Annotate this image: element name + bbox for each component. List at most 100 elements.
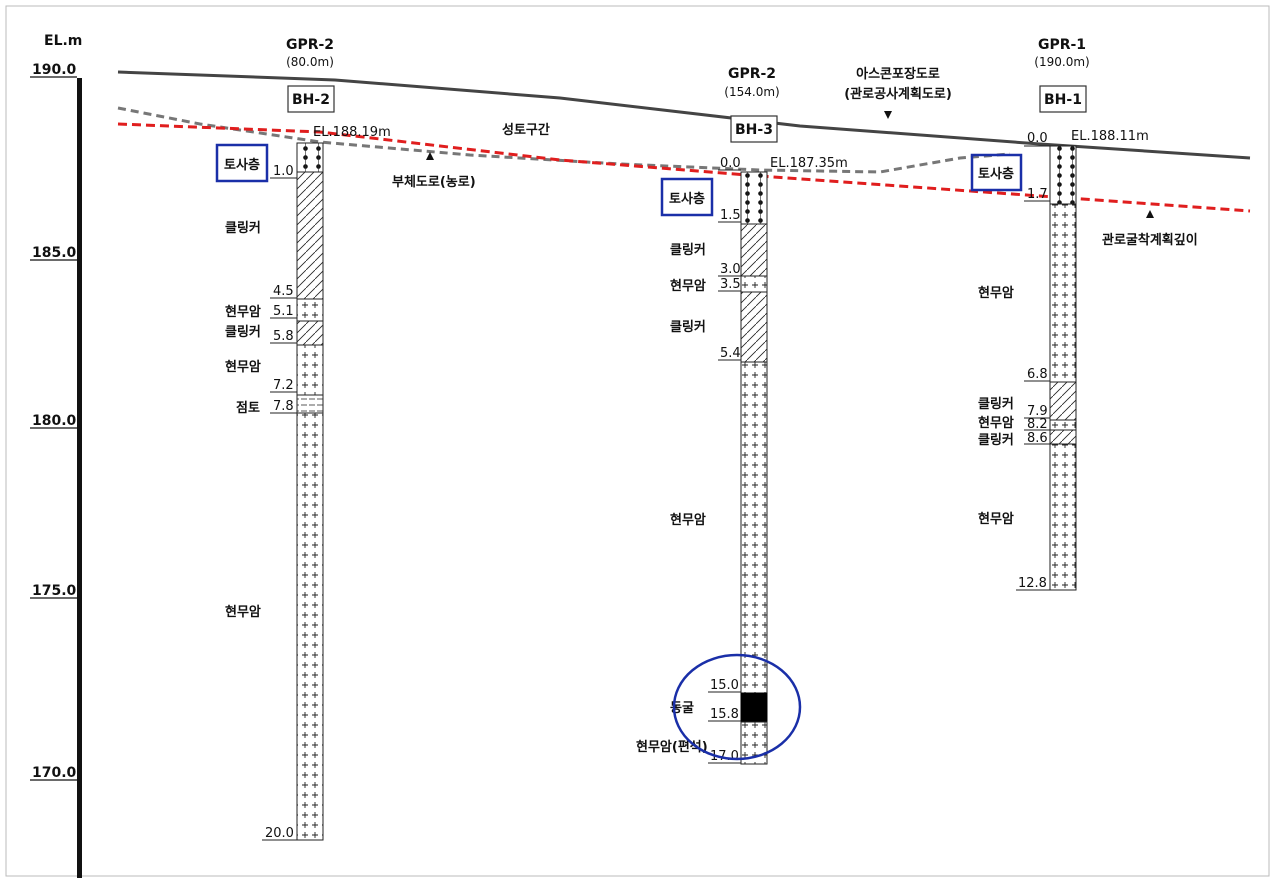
bh1-soil-highlight-box [970,153,1023,192]
bh3-layer-clinker-2 [740,291,768,363]
axis-bar [77,78,82,878]
bh2-soil-highlight-box [215,143,269,183]
bh2-layer-basalt-1 [296,298,324,322]
bh3-layer-clinker-1 [740,223,768,277]
axis-tick-175: 175.0 [32,583,77,599]
axis-tick-180: 180.0 [32,413,77,429]
bh2-depth-6: 7.8 [273,399,294,414]
bh2-gpr-label: GPR-2 [286,37,334,53]
bh3-depth-7: 15.8 [710,707,739,722]
bh1-layer-soil [1049,145,1077,205]
axis-tick-170: 170.0 [32,765,77,781]
bh2-id-box [287,85,335,113]
axis-unit-label: EL.m [44,33,82,49]
bh2-depth-2: 4.5 [273,284,294,299]
bh1-layer-clinker-2 [1049,429,1077,445]
bh2-depth-1: 1.0 [273,164,294,179]
bh1-elevation-label: EL.188.11m [1071,129,1149,144]
annotations: 아스콘포장도로 (관로공사계획도로) 성토구간 부체도로(농로) 관로굴착계획깊… [392,66,1198,248]
bh2-layer-clinker-1 [296,171,324,300]
bh2-layer-label-6: 점토 [236,401,260,416]
bh1-gpr-dist: (190.0m) [1034,55,1089,69]
bh2-layer-basalt-2 [296,344,324,396]
bh1-depth-1: 0.0 [1027,131,1048,146]
bh1-depth-4: 7.9 [1027,404,1048,419]
bh2-layer-soil [296,142,324,173]
trench-depth-label: 관로굴착계획깊이 [1102,232,1198,248]
bh3-id: BH-3 [735,122,773,138]
bh1-layer-label-4: 현무암 [978,415,1014,431]
bh1-layer-label-3: 클링커 [978,397,1014,412]
bh3-depth-5: 5.4 [720,346,741,361]
bh3-layer-label-4: 클링커 [670,320,706,335]
axis-tick-190: 190.0 [32,62,77,78]
bh1-layer-label-1: 토사층 [978,166,1014,182]
bh2-id: BH-2 [292,92,330,108]
bh1-depth-7: 12.8 [1018,576,1047,591]
bh3-layer-label-2: 클링커 [670,243,706,258]
bh3-depth-8: 17.0 [710,749,739,764]
bh3-gpr-dist: (154.0m) [724,85,779,99]
bh1-layer-label-2: 현무암 [978,285,1014,301]
bh2-depth-7: 20.0 [265,826,294,841]
bh2-layer-label-2: 클링커 [225,221,261,236]
bh3-elevation-label: EL.187.35m [770,156,848,171]
bh2-layer-label-5: 현무암 [225,359,261,375]
bh2-depth-3: 5.1 [273,304,294,319]
bh1-layer-basalt-1 [1049,203,1077,383]
figure-border [5,5,1270,877]
axis-tick-185: 185.0 [32,245,77,261]
bh3-layer-soil [740,171,768,225]
bh3-gpr-label: GPR-2 [728,66,776,82]
side-road-label: 부체도로(농로) [392,175,476,190]
bh2-layer-label-3: 현무암 [225,304,261,320]
trench-pointer-icon [1146,210,1154,218]
borehole-bh1: GPR-1 (190.0m) BH-1 EL.188.11m 0.0 1.7 6… [970,37,1149,591]
bh1-layer-basalt-2 [1049,419,1077,431]
bh3-depth-2: 1.5 [720,208,741,223]
bh1-depth-5: 8.2 [1027,417,1048,432]
bh2-depth-5: 7.2 [273,378,294,393]
borehole-bh2: GPR-2 (80.0m) BH-2 EL.188.19m 1.0 4.5 5.… [215,37,391,841]
bh3-depth-4: 3.5 [720,277,741,292]
road-main-label: 아스콘포장도로 [856,66,940,82]
borehole-bh3: GPR-2 (154.0m) BH-3 EL.187.35m 0.0 1.5 3… [636,66,848,765]
bh2-layer-label-4: 클링커 [225,325,261,340]
bh2-layer-basalt-3 [296,412,324,841]
bh3-depth-3: 3.0 [720,262,741,277]
bh1-layer-clinker-1 [1049,381,1077,421]
bh1-id: BH-1 [1044,92,1082,108]
cave-highlight-ellipse [672,653,802,761]
bh3-layer-basalt-2 [740,361,768,694]
bh3-id-box [730,115,778,143]
bh3-depth-6: 15.0 [710,678,739,693]
bh3-depth-1: 0.0 [720,156,741,171]
bh1-depth-6: 8.6 [1027,431,1048,446]
bh1-layer-basalt-3 [1049,443,1077,591]
bh1-layer-label-5: 클링커 [978,433,1014,448]
bh2-depth-4: 5.8 [273,329,294,344]
bh3-layer-basalt-1 [740,275,768,293]
bh1-gpr-label: GPR-1 [1038,37,1086,53]
side-road-pointer-icon [426,152,434,160]
road-main-pointer-icon [884,111,892,119]
bh2-gpr-dist: (80.0m) [286,55,334,69]
road-main-sub-label: (관로공사계획도로) [844,86,952,102]
bh3-layer-label-3: 현무암 [670,278,706,294]
bh3-soil-highlight-box [660,177,714,217]
fill-section-label: 성토구간 [502,122,550,138]
road-surface-line [117,70,1251,160]
bh3-layer-basalt-3 [740,721,768,765]
bh3-layer-label-6: 동굴 [670,701,694,716]
bh3-layer-label-5: 현무암 [670,512,706,528]
bh1-layer-label-6: 현무암 [978,511,1014,527]
bh1-depth-3: 6.8 [1027,367,1048,382]
bh2-layer-label-1: 토사층 [224,157,260,173]
bh3-layer-cave [740,692,768,723]
bh2-layer-label-7: 현무암 [225,604,261,620]
side-road-line [117,106,1011,174]
bh2-layer-clay [296,394,324,414]
bh1-id-box [1039,85,1087,113]
bh2-layer-clinker-2 [296,320,324,346]
